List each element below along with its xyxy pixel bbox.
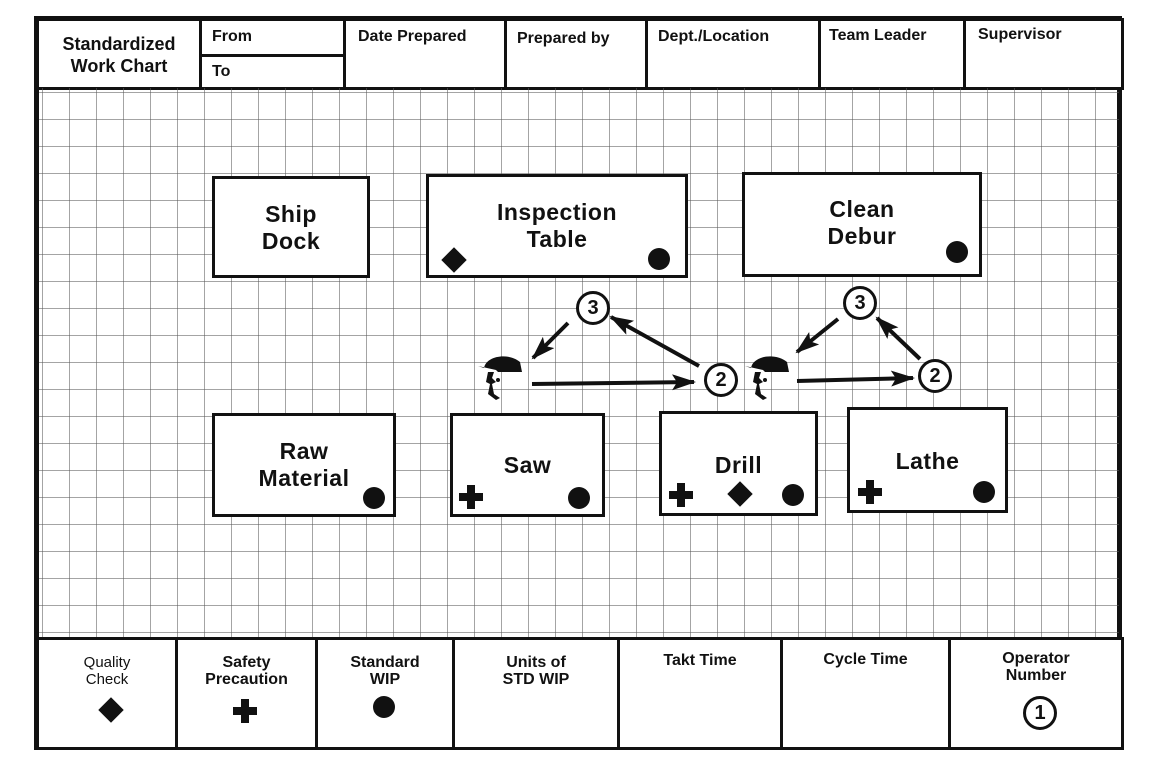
- prepared-by-field[interactable]: Prepared by: [504, 18, 648, 90]
- quality-check-icon: [98, 697, 124, 723]
- team-leader-label: Team Leader: [829, 27, 927, 44]
- sequence-marker: 3: [843, 286, 877, 320]
- date-prepared-label: Date Prepared: [358, 28, 467, 45]
- to-label: To: [212, 63, 231, 80]
- station-label-line1: Drill: [714, 452, 763, 478]
- standard-wip-icon: [648, 248, 670, 270]
- legend-label-line2: Check: [85, 671, 129, 688]
- station-label-line1: Inspection: [496, 199, 617, 225]
- legend-label: Units of STD WIP: [455, 654, 617, 688]
- quality-check-icon: [727, 481, 753, 507]
- legend-label: Operator Number: [951, 650, 1121, 684]
- takt-time-field[interactable]: Takt Time: [617, 637, 783, 750]
- legend-label: Cycle Time: [783, 651, 948, 668]
- dept-location-label: Dept./Location: [658, 28, 770, 45]
- standard-wip-icon: [782, 484, 804, 506]
- station-saw[interactable]: Saw: [450, 413, 605, 517]
- operator-number-field[interactable]: Operator Number 1: [948, 637, 1124, 750]
- team-leader-field[interactable]: Team Leader: [818, 18, 966, 90]
- chart-title-line1: Standardized: [62, 34, 176, 54]
- legend-label-line1: Units of: [506, 654, 566, 671]
- legend-label-line2: WIP: [369, 671, 401, 688]
- station-label-line1: Lathe: [895, 448, 960, 474]
- station-label-line1: Saw: [503, 452, 552, 478]
- legend-quality-check: Quality Check: [36, 637, 178, 750]
- station-label: Clean Debur: [745, 196, 979, 250]
- safety-precaution-icon: [669, 483, 693, 507]
- station-ship-dock[interactable]: Ship Dock: [212, 176, 370, 278]
- layout-grid: [39, 88, 1119, 637]
- title-cell: Standardized Work Chart: [36, 18, 202, 90]
- legend-safety-precaution: Safety Precaution: [175, 637, 318, 750]
- station-label: Saw: [453, 452, 602, 479]
- takt-time-label: Takt Time: [663, 652, 737, 669]
- legend-label: Standard WIP: [318, 654, 452, 688]
- sequence-marker: 3: [576, 291, 610, 325]
- legend-label-line1: Standard: [350, 654, 420, 671]
- cycle-time-label: Cycle Time: [823, 651, 908, 668]
- from-label: From: [212, 28, 252, 45]
- station-lathe[interactable]: Lathe: [847, 407, 1008, 513]
- units-of-std-wip-field[interactable]: Units of STD WIP: [452, 637, 620, 750]
- station-label-line2: Table: [526, 226, 588, 252]
- station-label: Raw Material: [215, 438, 393, 492]
- standard-wip-icon: [373, 696, 395, 718]
- sequence-marker: 2: [704, 363, 738, 397]
- supervisor-label: Supervisor: [978, 26, 1062, 43]
- standard-wip-icon: [973, 481, 995, 503]
- safety-precaution-icon: [858, 480, 882, 504]
- station-label-line1: Ship: [265, 201, 317, 227]
- operator-number-icon: 1: [1023, 696, 1057, 730]
- prepared-by-label: Prepared by: [517, 30, 610, 47]
- station-label-line2: Debur: [827, 223, 897, 249]
- station-inspection-table[interactable]: Inspection Table: [426, 174, 688, 278]
- supervisor-field[interactable]: Supervisor: [963, 18, 1124, 90]
- legend-label-line1: Safety: [222, 654, 271, 671]
- legend-label-line2: STD WIP: [502, 671, 570, 688]
- legend-label: Quality Check: [39, 654, 175, 688]
- legend-label-line1: Operator: [1002, 650, 1070, 667]
- safety-precaution-icon: [459, 485, 483, 509]
- chart-title: Standardized Work Chart: [39, 33, 199, 77]
- standard-wip-icon: [946, 241, 968, 263]
- chart-title-line2: Work Chart: [70, 56, 168, 76]
- legend-label-line2: Precaution: [205, 671, 288, 688]
- legend-label: Takt Time: [620, 652, 780, 669]
- standard-wip-icon: [363, 487, 385, 509]
- cycle-time-field[interactable]: Cycle Time: [780, 637, 951, 750]
- station-label-line1: Raw: [279, 438, 329, 464]
- legend-label: Safety Precaution: [178, 654, 315, 688]
- legend-standard-wip: Standard WIP: [315, 637, 455, 750]
- dept-location-field[interactable]: Dept./Location: [645, 18, 821, 90]
- station-drill[interactable]: Drill: [659, 411, 818, 516]
- station-label: Ship Dock: [215, 201, 367, 255]
- station-raw-material[interactable]: Raw Material: [212, 413, 396, 517]
- station-label-line2: Dock: [261, 228, 321, 254]
- sequence-marker: 2: [918, 359, 952, 393]
- station-clean-debur[interactable]: Clean Debur: [742, 172, 982, 277]
- safety-precaution-icon: [233, 699, 257, 723]
- legend-label-line2: Number: [1005, 667, 1067, 684]
- from-field[interactable]: From: [199, 18, 346, 57]
- date-prepared-field[interactable]: Date Prepared: [343, 18, 507, 90]
- standard-wip-icon: [568, 487, 590, 509]
- station-label: Lathe: [850, 448, 1005, 475]
- legend-label-line1: Quality: [83, 654, 131, 671]
- station-label: Drill: [662, 452, 815, 479]
- station-label: Inspection Table: [429, 199, 685, 253]
- station-label-line1: Clean: [829, 196, 895, 222]
- to-field[interactable]: To: [199, 54, 346, 90]
- station-label-line2: Material: [258, 465, 350, 491]
